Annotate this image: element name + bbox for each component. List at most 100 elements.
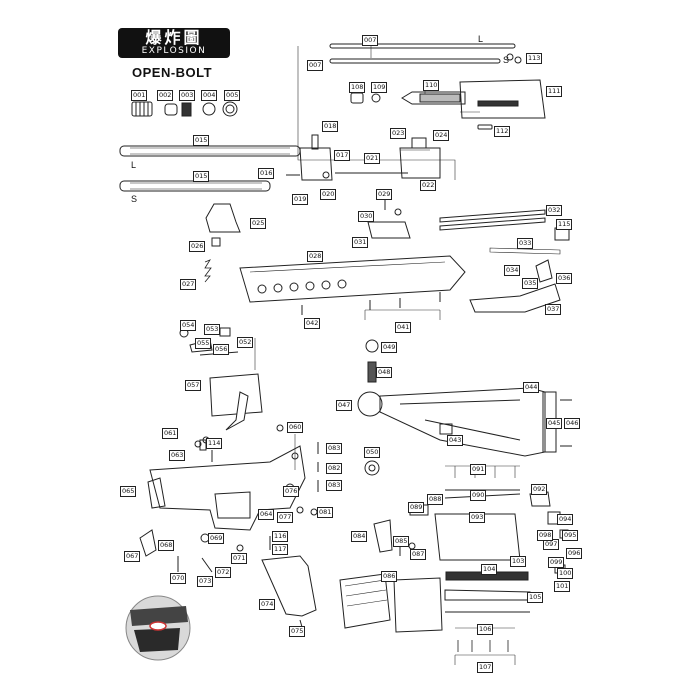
- sling-swivel: [364, 460, 380, 476]
- part-label-069: 069: [208, 533, 225, 544]
- part-label-082: 082: [326, 463, 343, 474]
- part-label-045: 045: [546, 418, 563, 429]
- part-label-048: 048: [376, 367, 393, 378]
- part-label-086: 086: [381, 571, 398, 582]
- part-label-103: 103: [510, 556, 527, 567]
- part-label-093: 093: [469, 512, 486, 523]
- part-label-099: 099: [548, 557, 565, 568]
- part-label-115: 115: [556, 219, 573, 230]
- part-label-002: 002: [157, 90, 174, 101]
- part-label-061: 061: [162, 428, 179, 439]
- part-label-020: 020: [320, 189, 337, 200]
- upper-rail: [239, 255, 466, 315]
- part-label-019: 019: [292, 194, 309, 205]
- part-label-049: 049: [381, 342, 398, 353]
- stock-assembly: [357, 339, 572, 457]
- part-label-030: 030: [358, 211, 375, 222]
- part-label-114: 114: [206, 438, 223, 449]
- short-barrel-tag: S: [131, 194, 138, 204]
- part-label-101: 101: [554, 581, 571, 592]
- part-label-050: 050: [364, 447, 381, 458]
- part-label-007-long: 007: [362, 35, 379, 46]
- diagram-subtitle: OPEN-BOLT: [132, 65, 213, 80]
- part-label-043: 043: [447, 435, 464, 446]
- part-label-084: 084: [351, 531, 368, 542]
- part-label-016: 016: [258, 168, 275, 179]
- part-label-064: 064: [258, 509, 275, 520]
- part-label-028: 028: [307, 251, 324, 262]
- part-label-096: 096: [566, 548, 583, 559]
- part-label-046: 046: [564, 418, 581, 429]
- part-label-111: 111: [546, 86, 563, 97]
- part-label-015-long: 015: [193, 135, 210, 146]
- part-label-005: 005: [224, 90, 241, 101]
- part-label-003: 003: [179, 90, 196, 101]
- logo-english-text: EXPLOSION: [141, 46, 207, 56]
- part-label-018: 018: [322, 121, 339, 132]
- part-label-001: 001: [131, 90, 148, 101]
- part-label-071: 071: [231, 553, 248, 564]
- part-label-044: 044: [523, 382, 540, 393]
- detail-inset: [125, 595, 191, 661]
- part-label-081: 081: [317, 507, 334, 518]
- part-label-027: 027: [180, 279, 197, 290]
- part-label-041: 041: [395, 322, 412, 333]
- part-label-092: 092: [531, 484, 548, 495]
- front-sight-assembly: [286, 134, 441, 181]
- part-label-022: 022: [420, 180, 437, 191]
- part-label-091: 091: [470, 464, 487, 475]
- part-label-100: 100: [557, 568, 574, 579]
- part-label-065: 065: [120, 486, 137, 497]
- part-label-117: 117: [272, 544, 289, 555]
- part-label-104: 104: [481, 564, 498, 575]
- pistol-grip: [261, 536, 317, 635]
- part-label-076: 076: [283, 486, 300, 497]
- part-label-056: 056: [213, 344, 230, 355]
- part-label-025: 025: [250, 218, 267, 229]
- side-rails: [439, 209, 570, 313]
- part-label-089: 089: [408, 502, 425, 513]
- part-label-063: 063: [169, 450, 186, 461]
- part-label-083-a: 083: [326, 443, 343, 454]
- muzzle-parts: [131, 101, 238, 117]
- part-label-108: 108: [349, 82, 366, 93]
- part-label-057: 057: [185, 380, 202, 391]
- part-label-083-b: 083: [326, 480, 343, 491]
- brand-logo: 爆炸圖 EXPLOSION: [118, 28, 230, 58]
- rear-sight: [204, 203, 241, 283]
- part-label-007-short: 007: [307, 60, 324, 71]
- part-label-052: 052: [237, 337, 254, 348]
- part-label-116: 116: [272, 531, 289, 542]
- rail-mount: [367, 200, 411, 239]
- inner-barrels: [329, 43, 522, 64]
- part-label-088: 088: [427, 494, 444, 505]
- part-label-023: 023: [390, 128, 407, 139]
- part-label-047: 047: [336, 400, 353, 411]
- part-label-109: 109: [371, 82, 388, 93]
- part-label-032: 032: [546, 205, 563, 216]
- part-label-087: 087: [410, 549, 427, 560]
- part-label-113: 113: [526, 53, 543, 64]
- part-label-055: 055: [195, 338, 212, 349]
- part-label-053: 053: [204, 324, 221, 335]
- part-label-021: 021: [364, 153, 381, 164]
- part-label-067: 067: [124, 551, 141, 562]
- long-variant-tag: L: [478, 34, 484, 44]
- part-label-085: 085: [393, 536, 410, 547]
- part-label-072: 072: [215, 567, 232, 578]
- part-label-036: 036: [556, 273, 573, 284]
- part-label-026: 026: [189, 241, 206, 252]
- part-label-073: 073: [197, 576, 214, 587]
- part-label-017: 017: [334, 150, 351, 161]
- part-label-042: 042: [304, 318, 321, 329]
- part-label-035: 035: [522, 278, 539, 289]
- short-variant-tag: S: [503, 55, 510, 65]
- part-label-106: 106: [477, 624, 494, 635]
- gearbox-parts: [350, 53, 546, 130]
- part-label-094: 094: [557, 514, 574, 525]
- part-label-105: 105: [527, 592, 544, 603]
- part-label-075: 075: [289, 626, 306, 637]
- pin-set: [285, 442, 319, 516]
